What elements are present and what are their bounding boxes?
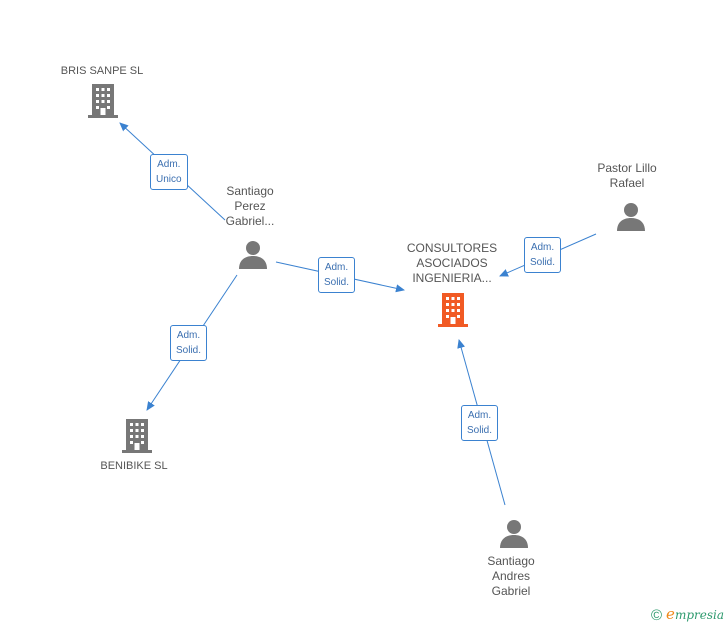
copyright-icon: © [650, 607, 663, 624]
node-label-santiago-andres: Santiago Andres Gabriel [487, 554, 535, 598]
building-icon[interactable] [438, 293, 468, 327]
person-icon[interactable] [616, 202, 646, 232]
edge-label-adm-solid[interactable]: Adm. Solid. [170, 325, 208, 361]
node-label-santiago-perez: Santiago Perez Gabriel... [225, 184, 275, 228]
edge-label-adm-unico[interactable]: Adm. Unico [150, 154, 188, 190]
edge-label-adm-solid[interactable]: Adm. Solid. [461, 405, 499, 441]
node-label-pastor-lillo: Pastor Lillo Rafael [597, 161, 657, 190]
footer-brand[interactable]: ©empresia [651, 605, 724, 624]
brand-logo: empresia [666, 605, 724, 623]
node-label-consultores: CONSULTORES ASOCIADOS INGENIERIA... [406, 241, 498, 285]
person-icon[interactable] [499, 519, 529, 549]
building-icon[interactable] [88, 84, 118, 118]
building-icon[interactable] [122, 419, 152, 453]
node-label-bris-sanpe: BRIS SANPE SL [60, 65, 144, 77]
edge-label-adm-solid[interactable]: Adm. Solid. [524, 237, 562, 273]
edge-label-adm-solid[interactable]: Adm. Solid. [318, 257, 356, 293]
node-label-benibike: BENIBIKE SL [100, 460, 168, 472]
person-icon[interactable] [238, 240, 268, 270]
